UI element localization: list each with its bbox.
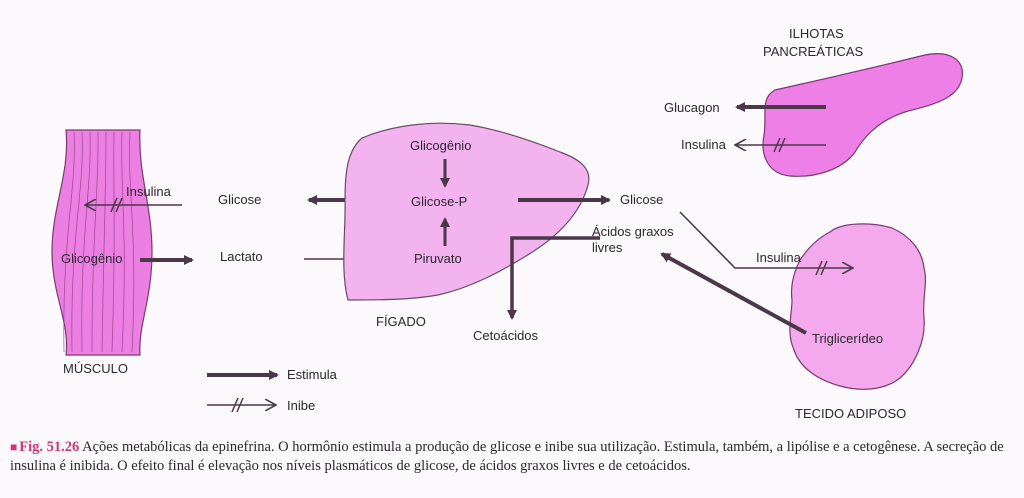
muscle-insulin-label: Insulina [126,184,172,199]
pancreas-insulin-inhibit-mark [773,137,786,153]
legend: Estimula Inibe [207,367,338,413]
free-fatty-acids-label-line1: Ácidos graxos [592,224,674,239]
muscle: MÚSCULO Insulina Glicogênio [51,129,194,376]
liver-glucose-out-label: Glicose [620,192,663,207]
liver-title: FÍGADO [376,314,426,329]
triglyceride-label: Triglicerídeo [812,331,883,346]
caption-bullet-icon: ■ [10,440,18,454]
legend-inhibits-label: Inibe [287,398,315,413]
glucagon-label: Glucagon [664,100,720,115]
adipose-insulin-label: Insulina [756,250,802,265]
fatty-acids-to-ketoacids-arrow [507,236,600,320]
lactate-label: Lactato [220,249,263,264]
figure-caption: ■Fig. 51.26 Ações metabólicas da epinefr… [10,438,1018,476]
glucose-label: Glicose [218,192,261,207]
free-fatty-acids-label-line2: livres [592,240,623,255]
ketoacids-label: Cetoácidos [473,328,539,343]
adipose-shape [789,223,927,390]
muscle-title: MÚSCULO [63,361,128,376]
adipose-insulin-inhibit-arrow [679,211,852,268]
muscle-fibers [63,131,135,353]
pancreas-title-line2: PANCREÁTICAS [763,44,863,59]
pancreas-insulin-label: Insulina [681,137,727,152]
liver: Glicogênio Glicose-P Piruvato FÍGADO [343,122,590,329]
adipose-insulin-inhibit-mark [815,260,828,276]
pancreas: ILHOTAS PANCREÁTICAS Glucagon Insulina [664,26,963,177]
muscle-glycogen-label: Glicogênio [61,251,122,266]
glucose-p-label: Glicose-P [411,194,467,209]
pyruvate-label: Piruvato [414,251,462,266]
legend-stimulates-label: Estimula [287,367,338,382]
pancreas-shape [762,53,963,177]
pancreas-title-line1: ILHOTAS [789,26,844,41]
caption-text: Ações metabólicas da epinefrina. O hormô… [10,439,1004,474]
diagram-canvas: MÚSCULO Insulina Glicogênio Glicose Lact… [51,26,963,421]
muscle-shape [51,129,153,356]
liver-shape [343,122,590,301]
legend-inhibits-mark [231,397,244,413]
adipose-tissue: TECIDO ADIPOSO Insulina Triglicerídeo [660,211,927,421]
muscle-insulin-inhibit-mark [110,197,123,213]
caption-figure-label: Fig. 51.26 [19,439,80,455]
adipose-title: TECIDO ADIPOSO [795,406,906,421]
liver-glycogen-label: Glicogênio [410,138,471,153]
triglyceride-to-fatty-acids-arrow [660,252,807,335]
